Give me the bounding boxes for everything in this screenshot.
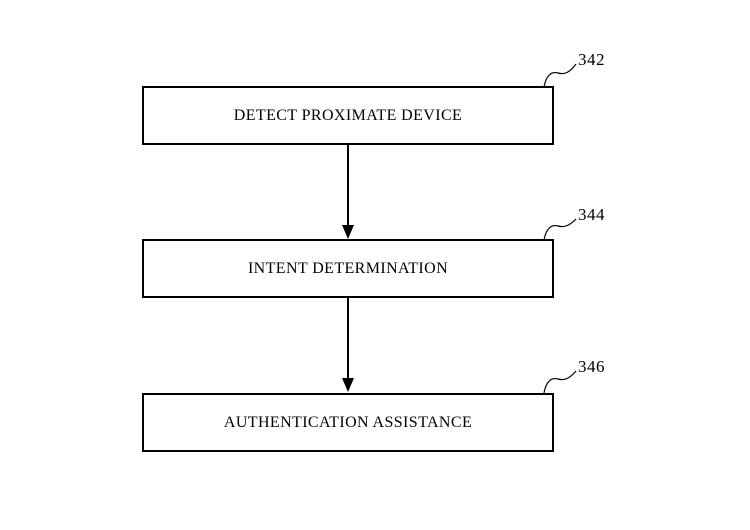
leader-line-342 xyxy=(543,63,577,88)
arrowhead-down-icon xyxy=(342,378,354,392)
step-label: DETECT PROXIMATE DEVICE xyxy=(233,106,463,124)
ref-numeral-342: 342 xyxy=(578,50,605,69)
flow-arrow-1 xyxy=(342,145,354,239)
leader-line-346 xyxy=(543,370,577,394)
step-box-detect-proximate-device: DETECT PROXIMATE DEVICE xyxy=(142,86,554,145)
arrowhead-down-icon xyxy=(342,225,354,239)
step-box-authentication-assistance: AUTHENTICATION ASSISTANCE xyxy=(142,393,554,452)
leader-line-344 xyxy=(543,218,577,241)
step-label: AUTHENTICATION ASSISTANCE xyxy=(223,413,473,431)
step-label: INTENT DETERMINATION xyxy=(247,259,449,277)
flow-arrow-2 xyxy=(342,297,354,392)
step-box-intent-determination: INTENT DETERMINATION xyxy=(142,239,554,298)
ref-numeral-344: 344 xyxy=(578,205,605,224)
ref-numeral-346: 346 xyxy=(578,357,605,376)
